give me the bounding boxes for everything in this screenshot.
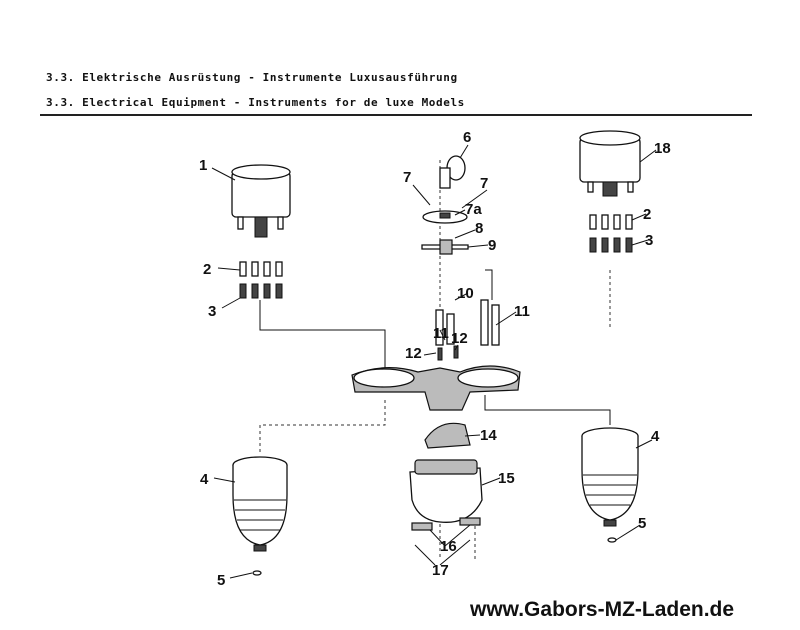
callout-12-lower: 12 (405, 345, 422, 362)
callout-11-left: 11 (433, 325, 449, 342)
callout-7-right: 7 (480, 175, 488, 192)
callout-9: 9 (488, 237, 496, 254)
callout-5-right: 5 (638, 515, 646, 532)
bulb-holders-right (589, 214, 633, 253)
callout-2-left: 2 (203, 261, 211, 278)
callout-1: 1 (199, 157, 207, 174)
callout-12-upper: 12 (451, 330, 468, 347)
callout-8: 8 (475, 220, 483, 237)
rubber-boot-left (232, 456, 288, 576)
screws (435, 299, 500, 361)
callout-16: 16 (440, 538, 457, 555)
callout-3-right: 3 (645, 232, 653, 249)
callout-18: 18 (654, 140, 671, 157)
rubber-boot-right (581, 427, 639, 543)
bulb-holders-left (239, 261, 283, 299)
lamp-housing-15 (409, 459, 483, 531)
switch-housing-14 (424, 422, 471, 449)
callout-15: 15 (498, 470, 515, 487)
callout-14: 14 (480, 427, 497, 444)
callout-2-right: 2 (643, 206, 651, 223)
section-title-german: 3.3. Elektrische Ausrüstung - Instrument… (46, 71, 458, 84)
callout-7a: 7a (465, 201, 482, 218)
tachometer-gauge-18 (579, 130, 641, 197)
callout-10: 10 (457, 285, 474, 302)
callout-7-left: 7 (403, 169, 411, 186)
callout-4-left: 4 (200, 471, 209, 488)
callout-5-left: 5 (217, 572, 225, 589)
callout-11-right: 11 (514, 303, 530, 320)
section-title-english: 3.3. Electrical Equipment - Instruments … (46, 96, 465, 109)
speedometer-gauge-1 (231, 164, 291, 238)
watermark: www.Gabors-MZ-Laden.de (470, 598, 735, 621)
callout-3-left: 3 (208, 303, 216, 320)
header-divider (40, 114, 752, 116)
callout-6: 6 (463, 129, 471, 146)
switch-and-bracket (421, 155, 469, 255)
callout-labels: 1 2 3 4 5 6 7 7 7a 8 9 10 11 12 12 11 14… (199, 129, 671, 589)
leader-lines (211, 144, 657, 579)
callout-17: 17 (432, 562, 449, 579)
callout-4-right: 4 (651, 428, 660, 445)
instrument-bracket (351, 365, 521, 411)
